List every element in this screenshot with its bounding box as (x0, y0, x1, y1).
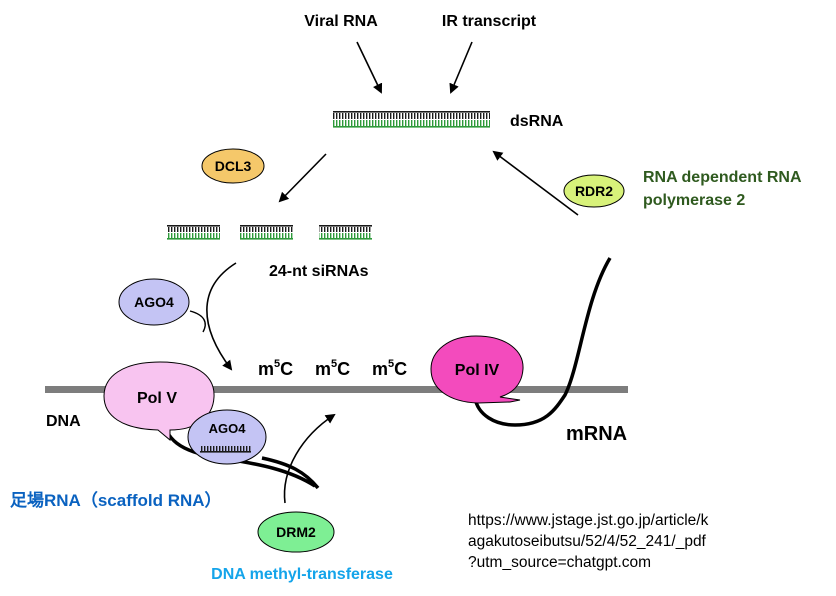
sirnas-label: 24-nt siRNAs (269, 263, 369, 280)
rdr2-description-line2: polymerase 2 (643, 192, 745, 209)
source-url-line: https://www.jstage.jst.go.jp/article/k (468, 512, 709, 529)
ago4-bound-enzyme (187, 409, 267, 465)
sirna-duplex (319, 225, 372, 240)
drm2-label: DRM2 (276, 524, 316, 540)
rdr2-synthesis-arrow (492, 150, 579, 216)
pol-v-label: Pol V (137, 390, 177, 407)
dcl3-enzyme (201, 148, 265, 184)
rdr2-label: RDR2 (575, 183, 613, 199)
mrna-label: mRNA (566, 423, 627, 445)
source-url-line: ?utm_source=chatgpt.com (468, 554, 652, 571)
drm2-recruit-arrow (283, 413, 336, 504)
ago4-label: AGO4 (134, 294, 174, 310)
ir-transcript-arrow (449, 41, 473, 94)
pol-iv-enzyme (430, 335, 524, 404)
ago4-loading-arrow (206, 262, 237, 371)
drm2-description: DNA methyl-transferase (211, 566, 393, 583)
dna-label: DNA (46, 413, 81, 430)
ago4-join-arrow (189, 310, 206, 333)
ago4-enzyme (118, 278, 190, 326)
source-url: https://www.jstage.jst.go.jp/article/k a… (468, 510, 798, 573)
dsrna-duplex (333, 111, 490, 128)
sirna-duplex (167, 225, 220, 240)
mrna-strand (473, 257, 612, 427)
m5c-label: m5C (372, 358, 407, 379)
bound-sirna (200, 446, 251, 453)
dsrna-label: dsRNA (510, 113, 564, 130)
dicing-arrow (278, 153, 327, 203)
ir-transcript-label: IR transcript (442, 13, 537, 30)
scaffold-rna-tail (261, 456, 320, 490)
pol-v-enzyme (103, 361, 215, 442)
sirna-duplex (240, 225, 293, 240)
drm2-enzyme (257, 511, 335, 553)
m5c-label: m5C (315, 358, 350, 379)
viral-rna-label: Viral RNA (304, 13, 378, 30)
viral-rna-arrow (356, 41, 383, 94)
ago4-bound-label: AGO4 (209, 421, 247, 436)
rdr2-enzyme (563, 174, 625, 208)
scaffold-rna-label: 足場RNA（scaffold RNA） (10, 490, 222, 510)
dcl3-label: DCL3 (215, 158, 252, 174)
m5c-label: m5C (258, 358, 293, 379)
pol-iv-label: Pol IV (455, 362, 500, 379)
rdr2-description-line1: RNA dependent RNA (643, 169, 802, 186)
source-url-line: agakutoseibutsu/52/4/52_241/_pdf (468, 533, 706, 550)
dna-strand (45, 386, 628, 393)
